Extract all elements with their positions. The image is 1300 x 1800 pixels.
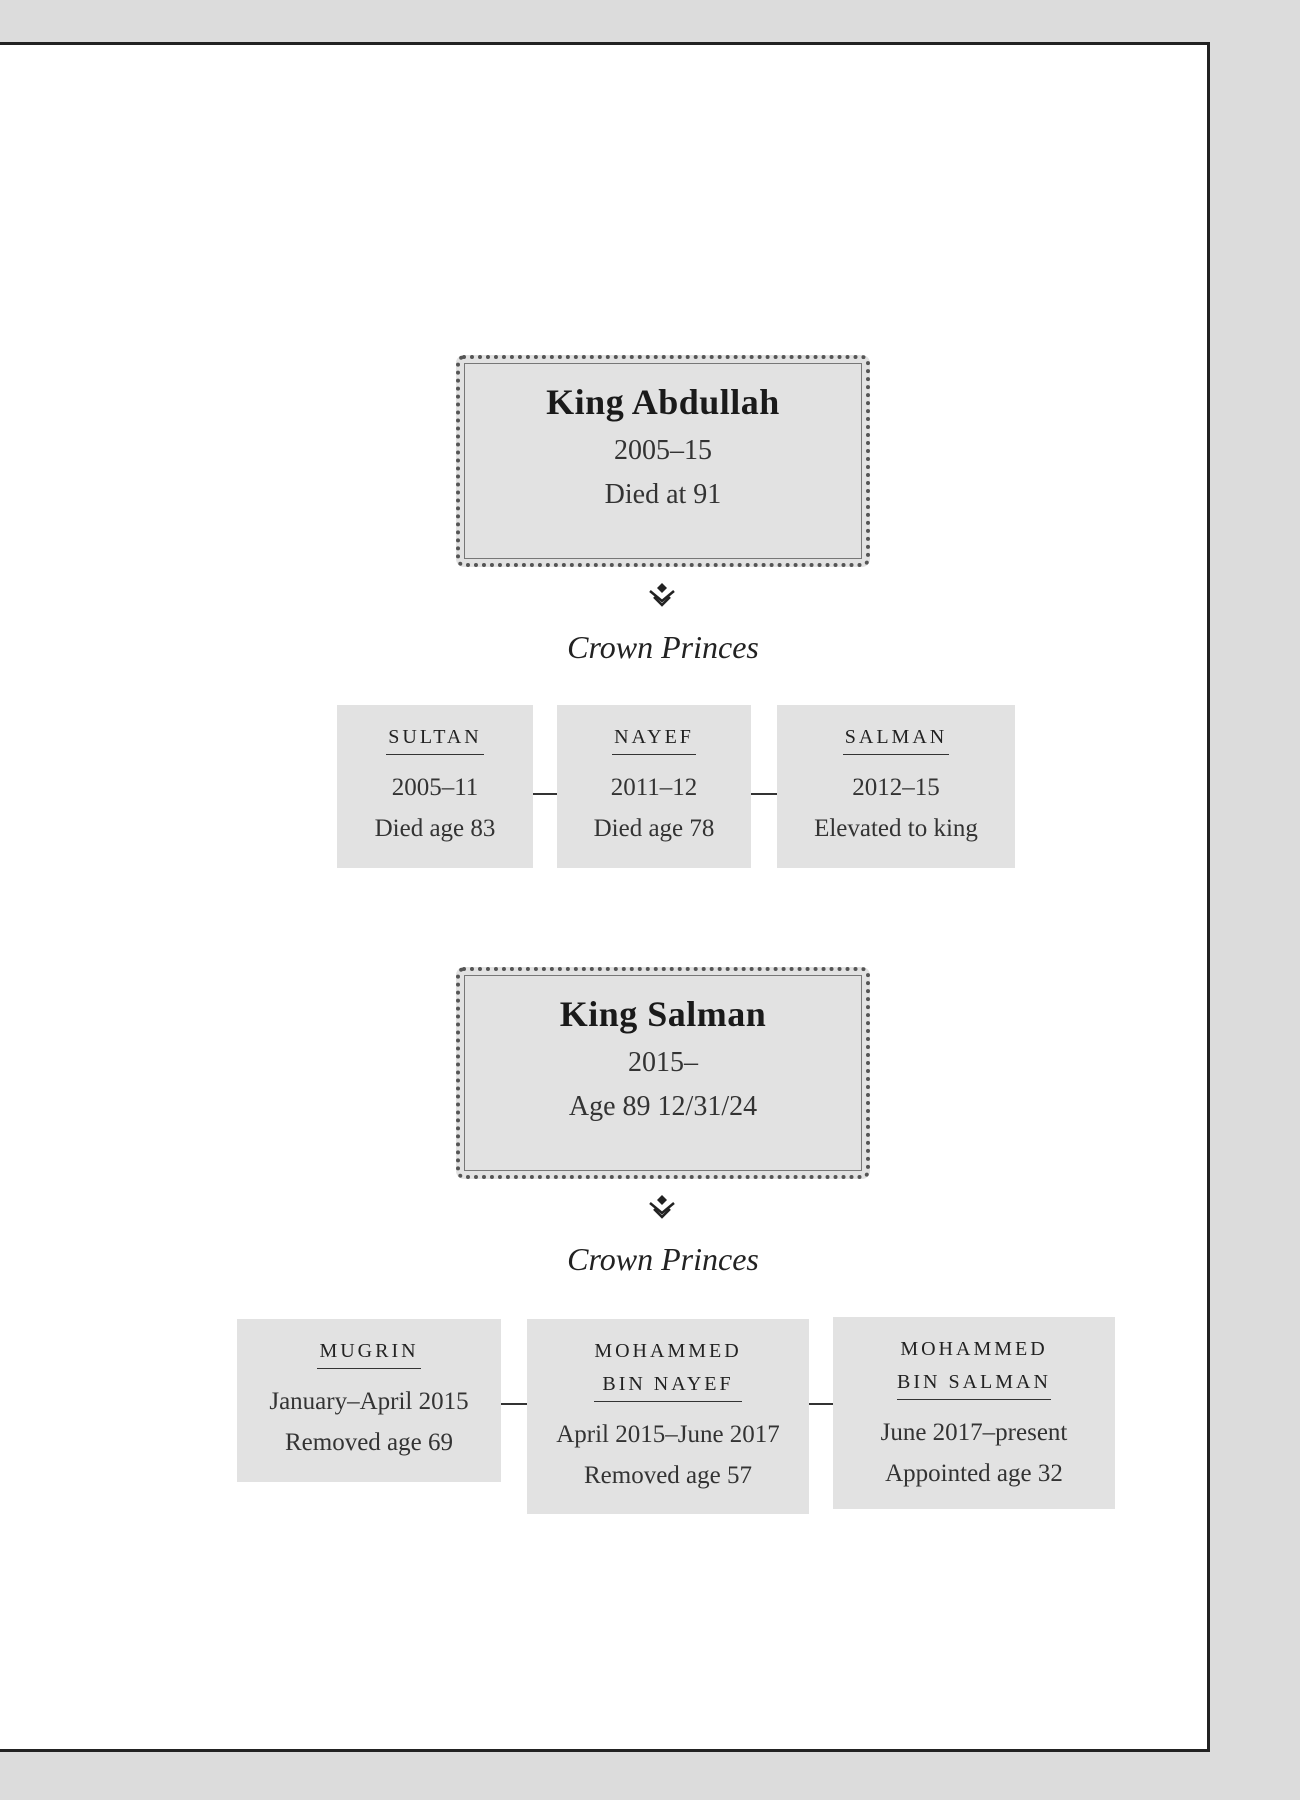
connector-line	[501, 1403, 527, 1405]
king-note: Age 89 12/31/24	[568, 1091, 758, 1122]
connector-line	[533, 793, 557, 795]
prince-note: Elevated to king	[814, 815, 978, 842]
connector-line	[751, 793, 777, 795]
king-box-salman: King Salman 2015– Age 89 12/31/24	[456, 967, 870, 1179]
prince-name: SALMAN	[842, 721, 950, 755]
prince-name: NAYEF	[612, 721, 696, 755]
prince-name: SULTAN	[386, 721, 484, 755]
chevron-ornament-icon	[649, 583, 675, 607]
prince-name-line: MOHAMMED	[594, 1340, 742, 1362]
king-reign: 2015–	[628, 1047, 698, 1078]
prince-name: MOHAMMED BIN SALMAN	[895, 1333, 1053, 1400]
connector-line	[809, 1403, 833, 1405]
prince-note: Died age 83	[374, 815, 496, 842]
prince-period: 2005–11	[391, 774, 479, 801]
prince-name: MUGRIN	[317, 1335, 421, 1369]
prince-name: MOHAMMED BIN NAYEF	[592, 1335, 743, 1402]
king-box-abdullah: King Abdullah 2005–15 Died at 91	[456, 355, 870, 567]
king-reign: 2005–15	[614, 435, 712, 466]
king-name: King Salman	[559, 994, 767, 1034]
prince-box-mugrin: MUGRIN January–April 2015 Removed age 69	[237, 1319, 501, 1482]
prince-note: Removed age 69	[284, 1429, 453, 1456]
page: King Abdullah 2005–15 Died at 91 Crown P…	[0, 42, 1210, 1752]
prince-name-line: MOHAMMED	[900, 1338, 1048, 1360]
prince-name-line: MUGRIN	[319, 1340, 419, 1362]
prince-period: 2011–12	[610, 774, 698, 801]
prince-period: June 2017–present	[880, 1419, 1068, 1446]
chevron-ornament-icon	[649, 1195, 675, 1219]
prince-note: Removed age 57	[583, 1462, 752, 1489]
section-label-crown-princes: Crown Princes	[567, 629, 759, 665]
prince-box-mohammed-bin-salman: MOHAMMED BIN SALMAN June 2017–present Ap…	[833, 1317, 1115, 1509]
prince-box-nayef: NAYEF 2011–12 Died age 78	[557, 705, 751, 868]
prince-name-line: BIN NAYEF	[594, 1368, 742, 1402]
prince-box-sultan: SULTAN 2005–11 Died age 83	[337, 705, 533, 868]
king-name: King Abdullah	[546, 382, 780, 422]
prince-note: Died age 78	[593, 815, 715, 842]
king-note: Died at 91	[604, 479, 722, 510]
prince-box-salman: SALMAN 2012–15 Elevated to king	[777, 705, 1015, 868]
prince-note: Appointed age 32	[885, 1460, 1063, 1487]
prince-period: April 2015–June 2017	[556, 1421, 780, 1448]
prince-box-mohammed-bin-nayef: MOHAMMED BIN NAYEF April 2015–June 2017 …	[527, 1319, 809, 1514]
prince-name-line: BIN SALMAN	[897, 1366, 1051, 1400]
prince-period: 2012–15	[852, 774, 940, 801]
section-label-crown-princes: Crown Princes	[567, 1241, 759, 1277]
prince-period: January–April 2015	[269, 1388, 469, 1415]
